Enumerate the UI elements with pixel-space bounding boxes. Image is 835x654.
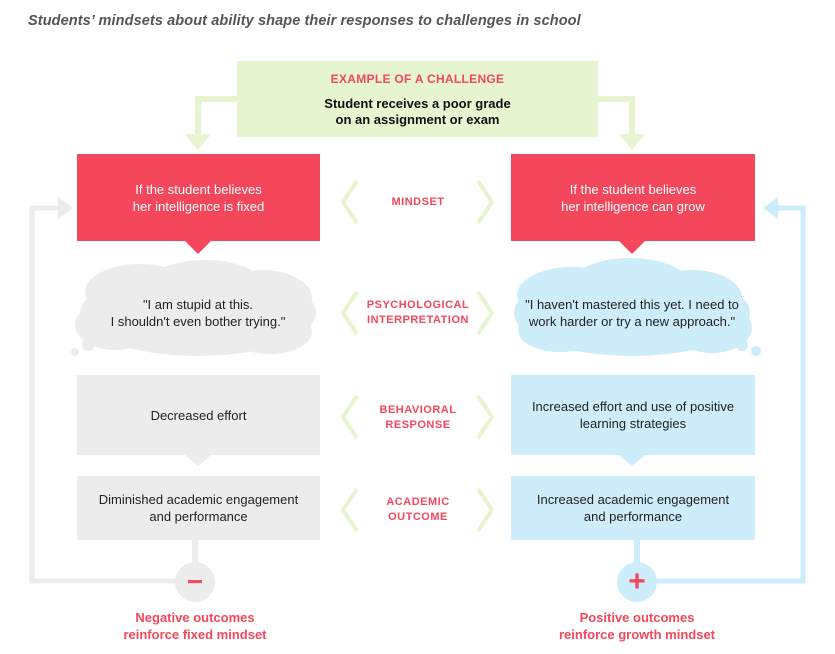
fixed-mindset-line1: If the student believes: [135, 181, 262, 197]
growth-mindset-line1: If the student believes: [569, 181, 697, 197]
fixed-mindset-pointer: [185, 241, 211, 254]
challenge-text-line1: Student receives a poor grade: [324, 95, 511, 111]
growth-mindset-pointer: [619, 241, 645, 254]
challenge-arrow-right: [598, 96, 635, 136]
fixed-thought-cloud: [71, 260, 316, 356]
growth-thought-text: "I haven't mastered this yet. I need to …: [510, 288, 754, 338]
stage-mindset-label: MINDSET: [391, 195, 445, 208]
positive-outcome-line1: Positive outcomes: [579, 610, 695, 625]
negative-sign-circle: [175, 562, 215, 602]
acad-chevron-right: [476, 487, 494, 533]
negative-outcome-line2: reinforce fixed mindset: [123, 627, 267, 642]
fixed-outcome-line1: Diminished academic engagement: [98, 492, 299, 507]
stage-acad-line1: ACADEMIC: [386, 496, 450, 508]
figure-title: Students’ mindsets about ability shape t…: [28, 13, 581, 29]
acad-chevron-left: [341, 487, 359, 533]
stage-psych-line1: PSYCHOLOGICAL: [366, 299, 470, 311]
challenge-text-line2: on an assignment or exam: [335, 111, 500, 127]
fixed-loop-arrowhead: [58, 197, 73, 219]
growth-loop-arrowhead: [763, 197, 778, 219]
stage-acad-label: ACADEMIC OUTCOME: [355, 494, 481, 526]
challenge-arrowhead-right: [619, 134, 645, 150]
stage-acad-line2: OUTCOME: [388, 511, 448, 523]
challenge-arrowhead-left: [185, 134, 211, 150]
growth-loop-line: [656, 205, 806, 584]
plus-icon: +: [628, 565, 646, 598]
stage-psych-line2: INTERPRETATION: [367, 314, 469, 326]
stage-behav-line1: BEHAVIORAL: [379, 404, 457, 416]
negative-outcome-line1: Negative outcomes: [135, 610, 255, 625]
stage-behav-label: BEHAVIORAL RESPONSE: [355, 402, 481, 434]
growth-behavior-pointer: [619, 455, 645, 466]
growth-behavior-line2: learning strategies: [579, 416, 687, 431]
fixed-loop-line: [29, 205, 176, 584]
fixed-outcome-line2: and performance: [149, 509, 248, 524]
fixed-thought-line1: "I am stupid at this.: [142, 297, 254, 312]
behav-chevron-left: [341, 394, 359, 440]
growth-outcome-line2: and performance: [583, 509, 683, 524]
psych-chevron-left: [341, 290, 359, 336]
mindset-chevron-right: [476, 179, 494, 225]
fixed-behavior-box: Decreased effort: [77, 375, 320, 455]
positive-outcome-line2: reinforce growth mindset: [558, 627, 716, 642]
fixed-sign-connector: [192, 540, 198, 565]
stage-behav-line2: RESPONSE: [385, 419, 451, 431]
fixed-thought-text: "I am stupid at this. I shouldn't even b…: [90, 288, 306, 338]
challenge-box: EXAMPLE OF A CHALLENGE Student receives …: [237, 61, 598, 137]
growth-outcome-box: Increased academic engagement and perfor…: [511, 476, 755, 540]
growth-thought-cloud: [514, 258, 761, 356]
growth-thought-line2: work harder or try a new approach.": [528, 314, 736, 329]
growth-sign-connector: [634, 540, 640, 565]
growth-mindset-box: If the student believes her intelligence…: [511, 154, 755, 241]
negative-outcome-caption: Negative outcomes reinforce fixed mindse…: [90, 609, 300, 643]
growth-mindset-line2: her intelligence can grow: [561, 198, 705, 214]
positive-sign-circle: [617, 562, 657, 602]
fixed-mindset-line2: her intelligence is fixed: [132, 198, 265, 214]
growth-thought-line1: "I haven't mastered this yet. I need to: [525, 297, 739, 312]
challenge-arrow-left: [195, 96, 237, 136]
challenge-header: EXAMPLE OF A CHALLENGE: [330, 71, 505, 86]
minus-icon: −: [186, 566, 204, 597]
growth-behavior-box: Increased effort and use of positive lea…: [511, 375, 755, 455]
fixed-mindset-box: If the student believes her intelligence…: [77, 154, 320, 241]
fixed-behavior-pointer: [185, 455, 211, 466]
fixed-thought-line2: I shouldn't even bother trying.": [110, 314, 286, 329]
growth-behavior-line1: Increased effort and use of positive: [531, 399, 735, 414]
behav-chevron-right: [476, 394, 494, 440]
growth-outcome-line1: Increased academic engagement: [536, 492, 730, 507]
stage-psych-label: PSYCHOLOGICAL INTERPRETATION: [355, 297, 481, 329]
fixed-outcome-box: Diminished academic engagement and perfo…: [77, 476, 320, 540]
positive-outcome-caption: Positive outcomes reinforce growth minds…: [532, 609, 742, 643]
mindset-chevron-left: [341, 179, 359, 225]
psych-chevron-right: [476, 290, 494, 336]
